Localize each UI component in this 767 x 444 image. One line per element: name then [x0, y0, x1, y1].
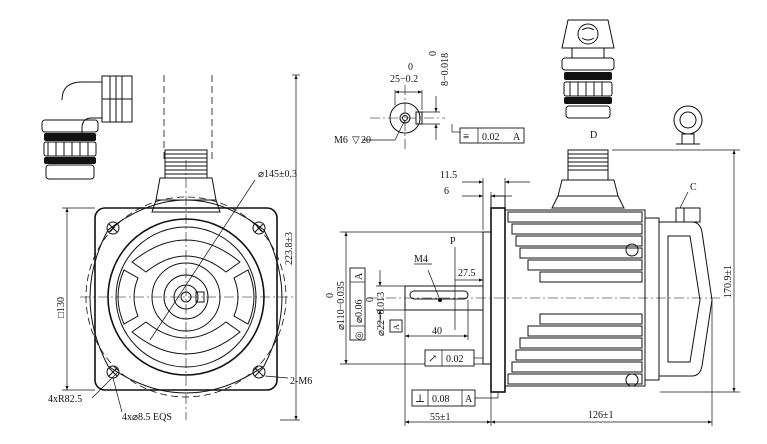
fins-bottom — [507, 313, 643, 387]
shaft-upper: 0 — [365, 297, 376, 302]
side-connector — [551, 149, 625, 209]
square-flange — [94, 207, 278, 391]
front-view: ⌀145±0.3 223.8±3 □130 4xR82.5 4x⌀8.5 EQS… — [41, 74, 312, 423]
encoder-cover — [644, 207, 713, 381]
dim-6: 6 — [444, 186, 449, 197]
connector-label: D — [590, 130, 597, 141]
corner-holes — [106, 221, 266, 379]
shaft-datum: A — [392, 324, 401, 330]
dim-126: 126±1 — [588, 410, 614, 421]
rear-windows — [117, 239, 255, 355]
symmetry-ref: A — [513, 132, 521, 143]
pcd-label: ⌀145±0.3 — [258, 169, 297, 180]
height-label: 223.8±3 — [284, 232, 295, 265]
top-cable-plug — [561, 19, 615, 119]
shaft-lower: ⌀22−0.013 — [376, 292, 387, 336]
dim-11-5: 11.5 — [440, 170, 457, 181]
perp-ref: A — [465, 394, 473, 405]
key-width-lower: 8−0.018 — [440, 53, 451, 86]
corner-radius-label: 4xR82.5 — [48, 394, 82, 405]
front-connector — [151, 149, 221, 213]
fins-top — [507, 211, 643, 283]
perp-tol: 0.08 — [432, 394, 450, 405]
side-flange — [490, 207, 506, 393]
thread-depth: 20 — [361, 135, 371, 146]
runout-tol: 0.02 — [446, 354, 464, 365]
runout-symbol: ◎ — [354, 331, 365, 340]
spigot-runout-ref: A — [354, 272, 365, 280]
dim-170-9: 170.9±1 — [723, 265, 734, 298]
symmetry-tol: 0.02 — [482, 132, 500, 143]
spigot-upper: 0 — [325, 293, 336, 298]
holes-label: 4x⌀8.5 EQS — [122, 412, 172, 423]
spigot-runout: ⌀0.06 — [354, 299, 365, 323]
key-depth-lower: 25−0.2 — [390, 74, 418, 85]
angle-connector — [41, 75, 133, 180]
runout-tol-symbol: ↗ — [428, 353, 437, 365]
key-width-upper: 0 — [428, 51, 439, 56]
perp-symbol: ⊥ — [415, 393, 425, 405]
encoder-plug — [673, 105, 703, 145]
mount-label: 2-M6 — [290, 376, 312, 387]
key-depth-upper: 0 — [408, 62, 413, 73]
square-label: □130 — [56, 297, 67, 318]
m4-label: M4 — [414, 254, 428, 265]
dim-55: 55±1 — [430, 412, 451, 423]
depth-symbol: ▽ — [352, 135, 360, 146]
shaft-detail: 0 25−0.2 0 8−0.018 M6 ▽ 20 ≡ 0.02 A — [334, 51, 525, 150]
thread-label: M6 — [334, 135, 348, 146]
encoder-label: C — [690, 182, 697, 193]
symmetry-symbol: ≡ — [463, 131, 469, 143]
dim-27-5: 27.5 — [458, 268, 476, 279]
side-view: D C M4 P — [325, 19, 740, 426]
p-label: P — [450, 236, 456, 247]
dim-40: 40 — [432, 326, 442, 337]
spigot-lower: ⌀110−0.035 — [336, 281, 347, 330]
